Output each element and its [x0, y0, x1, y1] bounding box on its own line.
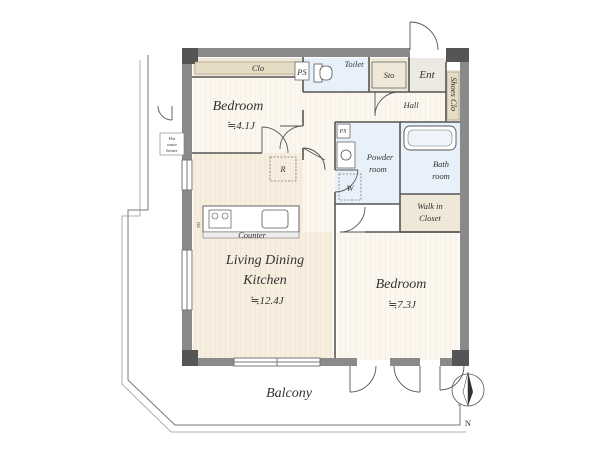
- corner-column-bl: [182, 350, 198, 366]
- ps-label-powder: PS: [339, 129, 347, 135]
- bedroom-large-floor: [337, 232, 459, 360]
- wash-basin-icon: [340, 149, 352, 161]
- ps-label-toilet: PS: [296, 67, 307, 77]
- ldk-name-line2: Kitchen: [242, 273, 287, 288]
- ds-label: DS: [196, 221, 201, 228]
- side-windows: [181, 159, 193, 311]
- shoes-closet-box: [446, 71, 460, 121]
- hall-floor: [303, 92, 460, 122]
- north-arrow-icon: [451, 371, 485, 407]
- corner-column-br: [452, 350, 469, 366]
- walkin-name-line2: Closet: [419, 213, 441, 223]
- ps-box-powder: [336, 123, 351, 139]
- vanity-counter: [336, 141, 356, 169]
- bedroom-small-area: ≒4.1J: [227, 120, 256, 132]
- bedroom-small-name: Bedroom: [213, 99, 264, 114]
- corner-column-tr: [446, 48, 469, 62]
- bedroom-large-area: ≒7.3J: [388, 299, 417, 311]
- washer-box: [338, 173, 362, 201]
- bath-name-line1: Bath: [433, 159, 449, 169]
- ldk-name-line1: Living Dining: [225, 253, 304, 268]
- bedroom-large-name: Bedroom: [376, 277, 427, 292]
- entrance-label: Ent: [418, 69, 435, 81]
- walkin-name-line1: Walk in: [417, 201, 442, 211]
- bath-name-line2: room: [432, 171, 450, 181]
- heater-label-2: water: [167, 142, 177, 147]
- closet-rail: [194, 61, 301, 75]
- heater-label-1: Hot: [168, 136, 176, 141]
- washer-label: W: [346, 183, 354, 193]
- burner-icon-1: [211, 212, 219, 220]
- storage-label: Sto: [384, 70, 395, 80]
- powder-name-line2: room: [369, 164, 387, 174]
- stove-icon: [208, 209, 232, 229]
- refrigerator-label: R: [279, 164, 286, 174]
- shoes-closet-label: Shoes Clo: [449, 77, 459, 111]
- walkin-floor: [400, 194, 460, 232]
- sink-icon: [261, 209, 289, 229]
- counter-label: Counter: [238, 230, 267, 240]
- toilet-label: Toilet: [344, 59, 364, 69]
- closet-label: Clo: [252, 63, 264, 73]
- entrance-floor: [409, 58, 446, 92]
- bathtub-inner: [407, 129, 453, 147]
- door-swings: [157, 21, 465, 393]
- corner-column-tl: [182, 48, 198, 64]
- burner-icon-2: [221, 212, 229, 220]
- hall-label: Hall: [402, 100, 419, 110]
- counter-rail: [202, 231, 300, 239]
- hall-corridor-floor: [303, 120, 335, 232]
- balcony-label: Balcony: [266, 386, 313, 401]
- water-heater-box: [159, 132, 185, 156]
- powder-name-line1: Powder: [366, 152, 394, 162]
- bedroom-small-floor: [193, 77, 303, 153]
- refrigerator-box: [269, 156, 297, 182]
- storage-box: [371, 61, 407, 89]
- interior-walls: [192, 57, 460, 358]
- balcony-outline: [127, 55, 461, 426]
- balcony-inner-line: [121, 60, 466, 433]
- heater-label-3: heater: [166, 148, 178, 153]
- ldk-area: ≒12.4J: [250, 295, 284, 307]
- toilet-bowl-icon: [319, 65, 333, 81]
- balcony-sliding-window: [233, 357, 321, 367]
- north-label: N: [465, 418, 471, 428]
- ps-box-toilet: [294, 61, 310, 81]
